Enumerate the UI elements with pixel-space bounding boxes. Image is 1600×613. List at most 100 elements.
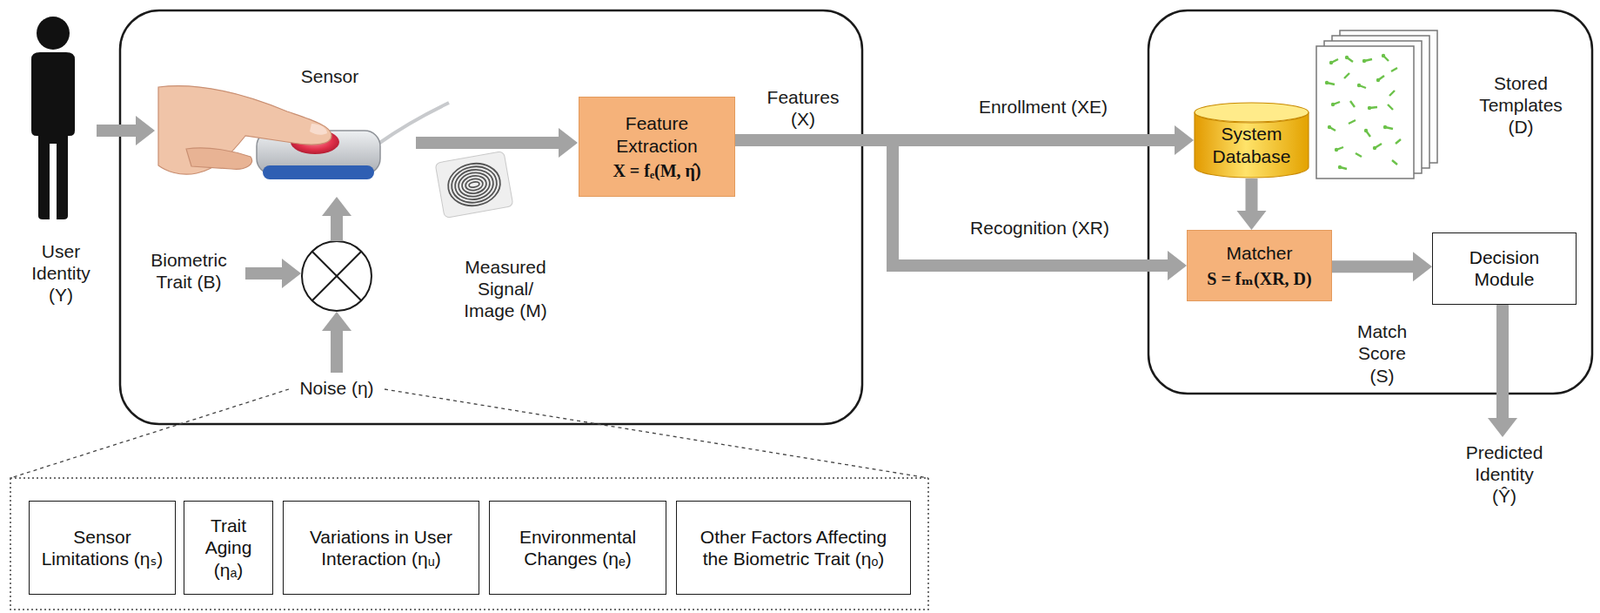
sensor-cable — [378, 102, 449, 144]
node-text: Environmental Changes (ηₑ) — [498, 525, 657, 570]
user-body — [31, 52, 75, 220]
arrow-head — [281, 258, 302, 288]
edge-label: Enrollment (XE) — [944, 95, 1142, 118]
node-body: Environmental Changes (ηₑ) — [498, 525, 657, 570]
connector-line — [1245, 178, 1259, 215]
node-text: Trait Aging (ηₐ) — [189, 514, 268, 581]
multiplier-circle — [301, 241, 372, 311]
arrow-head — [321, 311, 352, 331]
edge-label: Match Score (S) — [1345, 320, 1420, 387]
signal-label: Biometric Trait (B) — [140, 248, 237, 293]
template-page — [1332, 35, 1430, 168]
noise-factor-box: Variations in User Interaction (ηᵤ) — [282, 500, 480, 595]
noise-factor-box: Other Factors Affecting the Biometric Tr… — [676, 500, 911, 595]
minutiae-points — [1325, 53, 1387, 169]
arrow-head — [1487, 417, 1518, 437]
hand-palm — [158, 86, 332, 175]
template-page — [1324, 40, 1422, 174]
arrow-head — [1412, 251, 1433, 282]
noise-detail — [10, 388, 929, 610]
fingerprint-sensor — [256, 102, 449, 180]
multiplier-cross — [312, 251, 362, 301]
flow-arrow — [1496, 301, 1509, 422]
user-head — [36, 16, 70, 50]
finger-nail — [309, 123, 328, 135]
sensor-label: Sensor — [277, 65, 382, 88]
connector — [735, 140, 1187, 281]
signal-label: Features (X) — [759, 86, 847, 130]
connector-line — [735, 140, 1172, 266]
reader-base — [262, 165, 375, 180]
flow-arrow — [245, 267, 286, 280]
fingerprint-card — [435, 151, 514, 219]
flow-arrow — [415, 136, 563, 149]
node-text: System Database — [1198, 122, 1306, 167]
node-body: Sensor Limitations (ηₛ) — [36, 525, 168, 570]
identity-label: Predicted Identity (Ŷ) — [1460, 441, 1548, 508]
flow-arrow — [96, 124, 140, 137]
node-body: Trait Aging (ηₐ) — [189, 514, 268, 581]
node-body: Other Factors Affecting the Biometric Tr… — [685, 525, 902, 570]
ridge — [456, 170, 492, 200]
leader-line — [384, 388, 929, 478]
template-page — [1339, 30, 1438, 163]
flow-arrow — [330, 327, 343, 373]
connector — [1237, 178, 1267, 230]
fingerprint-image — [435, 151, 514, 219]
acquisition-panel — [120, 10, 863, 424]
node-body: Decision Module — [1445, 246, 1564, 290]
cylinder-top — [1194, 102, 1309, 122]
arrow-head — [1167, 250, 1187, 281]
node-body: Matcher S = fₘ(XR, D) — [1192, 241, 1326, 288]
hand — [158, 86, 332, 175]
noise-factor-box: Trait Aging (ηₐ) — [183, 500, 274, 595]
noise-label: Noise (η) — [284, 376, 389, 399]
edge-label: Recognition (XR) — [941, 216, 1139, 239]
ridge — [468, 180, 481, 188]
arrow-head — [1237, 210, 1267, 230]
arrow-head — [321, 196, 352, 216]
arrow-head — [135, 115, 155, 146]
connector — [735, 125, 1194, 155]
ridge — [464, 177, 484, 192]
node-text: Other Factors Affecting the Biometric Tr… — [685, 525, 902, 570]
ridge — [460, 174, 488, 196]
connector-line — [735, 133, 1179, 147]
reader-body — [256, 130, 381, 175]
node-text: Variations in User Interaction (ηᵤ) — [292, 525, 470, 570]
node-body: System Database — [1198, 122, 1306, 167]
connector-line — [1332, 260, 1417, 273]
node-text: Decision Module — [1445, 246, 1564, 290]
user-icon — [31, 16, 75, 220]
reader-window — [290, 129, 340, 154]
noise-factor-box: Sensor Limitations (ηₛ) — [28, 500, 176, 595]
node-text: Sensor Limitations (ηₛ) — [36, 525, 168, 570]
node-body: Variations in User Interaction (ηᵤ) — [292, 525, 470, 570]
process-box: Matcher S = fₘ(XR, D) — [1186, 229, 1333, 302]
database-cylinder: System Database — [1193, 101, 1310, 179]
minutiae — [1326, 55, 1401, 169]
ridge — [452, 166, 496, 202]
ridge — [448, 162, 500, 206]
module-box: Decision Module — [1432, 232, 1577, 305]
node-body: Feature Extraction X = fₑ(M, η̂) — [586, 112, 728, 181]
formula-text: X = fₑ(M, η̂) — [586, 160, 728, 181]
noise-frame — [10, 477, 929, 610]
multiplier-symbol — [301, 241, 372, 311]
template-page — [1316, 46, 1414, 179]
flow-arrow — [330, 212, 343, 242]
multiplier-cross — [312, 251, 362, 301]
node-text: Matcher — [1192, 241, 1326, 264]
template-label: Stored Templates (D) — [1471, 72, 1572, 139]
noise-factor-box: Environmental Changes (ηₑ) — [488, 500, 667, 595]
ridge — [444, 159, 503, 210]
process-box: Feature Extraction X = fₑ(M, η̂) — [578, 96, 736, 197]
formula-text: S = fₘ(XR, D) — [1192, 267, 1326, 289]
template-pages — [1316, 30, 1438, 179]
arrow-head — [558, 127, 578, 158]
node-text: Feature Extraction — [586, 112, 728, 156]
leader-line — [10, 388, 289, 478]
signal-label: Measured Signal/ Image (M) — [457, 255, 554, 322]
connector — [1332, 251, 1433, 282]
